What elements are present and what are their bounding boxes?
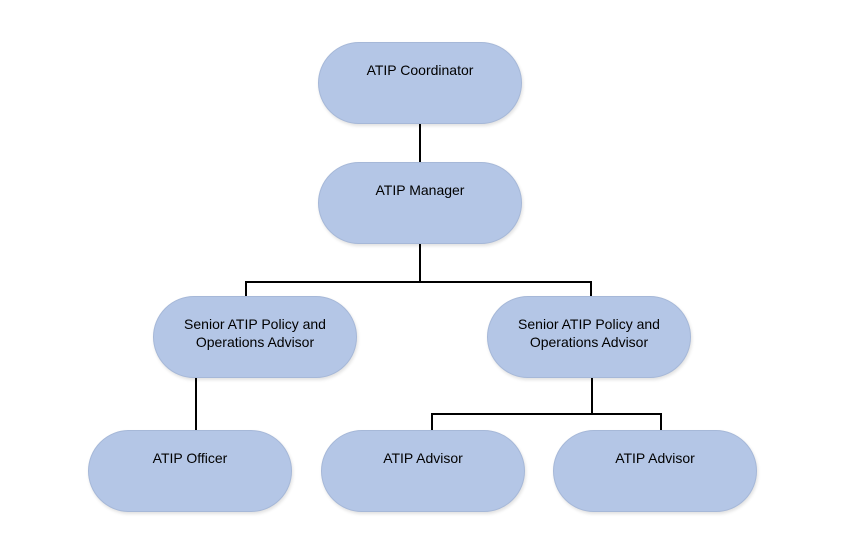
node-label: Senior ATIP Policy and Operations Adviso… [518, 316, 660, 350]
node-atip-advisor-2: ATIP Advisor [553, 430, 757, 512]
node-label: ATIP Advisor [383, 450, 463, 466]
node-label: Senior ATIP Policy and Operations Adviso… [184, 316, 326, 350]
node-label: ATIP Coordinator [366, 62, 474, 78]
node-atip-manager: ATIP Manager [318, 162, 522, 244]
node-atip-officer: ATIP Officer [88, 430, 292, 512]
node-label: ATIP Advisor [615, 450, 695, 466]
node-senior-advisor-left: Senior ATIP Policy and Operations Adviso… [153, 296, 357, 378]
node-label: ATIP Manager [375, 182, 465, 198]
node-atip-coordinator: ATIP Coordinator [318, 42, 522, 124]
node-label: ATIP Officer [152, 450, 228, 466]
node-atip-advisor-1: ATIP Advisor [321, 430, 525, 512]
node-senior-advisor-right: Senior ATIP Policy and Operations Adviso… [487, 296, 691, 378]
